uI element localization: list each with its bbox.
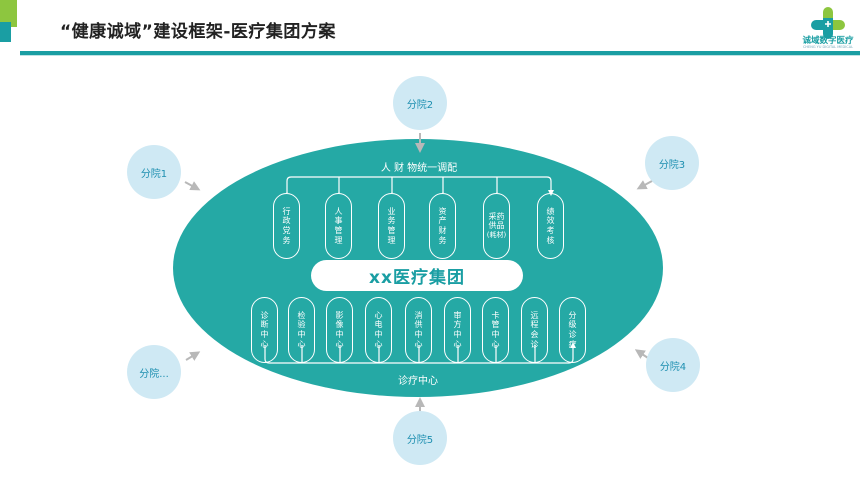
bottom-box-char: 中 xyxy=(260,330,269,339)
branch-circle-more[interactable]: 分院... xyxy=(127,345,181,399)
top-box-char: 务 xyxy=(387,216,396,226)
bottom-box-char: 心 xyxy=(491,339,500,349)
bottom-box-char: 中 xyxy=(453,330,462,339)
bottom-box-char: 审 xyxy=(453,310,462,320)
bottom-box-char: 诊 xyxy=(530,339,539,349)
top-box-char: 产 xyxy=(438,216,447,226)
branch-arrow xyxy=(185,351,201,361)
top-connector-bar xyxy=(286,176,552,193)
bottom-box-remote-consultation: 远 程 会 诊 xyxy=(521,297,548,363)
top-box-char: 管 xyxy=(387,226,396,235)
bottom-box-char: 消 xyxy=(414,310,423,320)
bottom-box-prescription-review: 审 方 中 心 xyxy=(444,297,471,363)
page-title: “健康诚域”建设框架-医疗集团方案 xyxy=(60,22,336,42)
top-box-performance: 绩 效 考 核 xyxy=(537,193,564,259)
top-box-char: 核 xyxy=(546,235,555,245)
branch-circle-1[interactable]: 分院1 xyxy=(127,145,181,199)
bottom-box-char: 断 xyxy=(260,320,269,330)
bottom-box-char: 卡 xyxy=(491,310,500,320)
title-divider-light xyxy=(20,55,860,56)
header-accent-green xyxy=(0,0,17,27)
top-box-char: 采药 xyxy=(488,211,505,221)
top-box-char: 供品 xyxy=(488,221,505,231)
group-title: xx医疗集团 xyxy=(311,260,523,291)
bottom-box-char: 检 xyxy=(297,310,306,320)
bottom-box-char: 心 xyxy=(374,339,383,349)
top-box-char: 资 xyxy=(438,206,447,216)
bottom-box-char: 中 xyxy=(335,330,344,339)
bottom-box-char: 疗 xyxy=(568,339,577,349)
bottom-box-char: 心 xyxy=(453,339,462,349)
bottom-flow-label: 诊疗中心 xyxy=(398,376,438,387)
top-box-hr: 人 事 管 理 xyxy=(325,193,352,259)
logo-text: 诚域数字医疗 xyxy=(802,36,854,46)
top-box-char: 人 xyxy=(334,206,343,216)
bottom-box-char: 方 xyxy=(453,320,462,330)
title-divider xyxy=(20,51,860,55)
top-box-char: 财 xyxy=(438,226,447,235)
bottom-box-char: 中 xyxy=(297,330,306,339)
branch-arrow xyxy=(636,180,653,190)
bottom-box-char: 会 xyxy=(530,330,539,339)
medical-cross-logo-icon xyxy=(811,7,845,39)
top-connector-arrows xyxy=(338,177,498,193)
top-box-admin: 行 政 党 务 xyxy=(273,193,300,259)
bottom-box-char: 心 xyxy=(414,339,423,349)
top-box-char: 行 xyxy=(282,206,291,216)
bottom-box-char: 管 xyxy=(491,320,500,330)
bottom-box-ecg: 心 电 中 心 xyxy=(365,297,392,363)
bottom-box-char: 供 xyxy=(414,320,423,330)
top-box-char: 务 xyxy=(282,235,291,245)
bottom-box-char: 远 xyxy=(530,310,539,320)
bottom-box-tiered-care: 分 级 诊 疗 xyxy=(559,297,586,363)
bottom-box-char: 心 xyxy=(297,339,306,349)
top-box-finance: 资 产 财 务 xyxy=(429,193,456,259)
bottom-box-char: 诊 xyxy=(260,310,269,320)
bottom-box-char: 程 xyxy=(530,320,539,330)
top-flow-label: 人 财 物统一调配 xyxy=(380,163,458,174)
branch-circle-5[interactable]: 分院5 xyxy=(393,411,447,465)
top-box-char: 效 xyxy=(546,216,555,226)
top-box-char: 考 xyxy=(546,226,555,235)
bottom-box-char: 中 xyxy=(414,330,423,339)
bottom-box-char: 中 xyxy=(374,330,383,339)
top-box-procurement: 采药 供品 (耗材) xyxy=(483,193,510,259)
bottom-box-sterile-supply: 消 供 中 心 xyxy=(405,297,432,363)
bottom-connector-heads xyxy=(264,345,573,346)
bottom-box-char: 像 xyxy=(335,320,344,330)
top-box-char: 业 xyxy=(387,206,396,216)
top-box-char: 事 xyxy=(334,216,343,226)
bottom-box-char: 级 xyxy=(568,320,577,330)
branch-circle-3[interactable]: 分院3 xyxy=(645,136,699,190)
top-box-char: 党 xyxy=(282,226,291,235)
bottom-box-char: 验 xyxy=(297,320,306,330)
header-accent-teal xyxy=(0,22,11,42)
top-box-char: 管 xyxy=(334,226,343,235)
top-box-char: 政 xyxy=(282,216,291,226)
top-box-business: 业 务 管 理 xyxy=(378,193,405,259)
top-box-char: 务 xyxy=(438,235,447,245)
bottom-box-imaging: 影 像 中 心 xyxy=(326,297,353,363)
branch-circle-4[interactable]: 分院4 xyxy=(646,338,700,392)
branch-arrow xyxy=(184,181,201,191)
bottom-box-char: 心 xyxy=(374,310,383,320)
top-box-char: 理 xyxy=(387,235,396,245)
bottom-box-char: 心 xyxy=(335,339,344,349)
bottom-box-char: 中 xyxy=(491,330,500,339)
bottom-box-char: 分 xyxy=(568,310,577,320)
bottom-box-diagnosis: 诊 断 中 心 xyxy=(251,297,278,363)
logo-subtext: CHENG YU DIGITAL MEDICAL xyxy=(802,45,854,49)
bottom-box-char: 电 xyxy=(374,320,383,330)
bottom-box-char: 心 xyxy=(260,339,269,349)
top-box-char: 理 xyxy=(334,235,343,245)
top-connector-heads xyxy=(286,192,551,193)
bottom-box-char: 诊 xyxy=(568,330,577,339)
bottom-box-card-management: 卡 管 中 心 xyxy=(482,297,509,363)
top-box-char: 绩 xyxy=(546,206,555,216)
bottom-box-char: 影 xyxy=(335,310,344,320)
bottom-box-lab: 检 验 中 心 xyxy=(288,297,315,363)
branch-circle-2[interactable]: 分院2 xyxy=(393,76,447,130)
top-box-char: (耗材) xyxy=(486,230,507,239)
